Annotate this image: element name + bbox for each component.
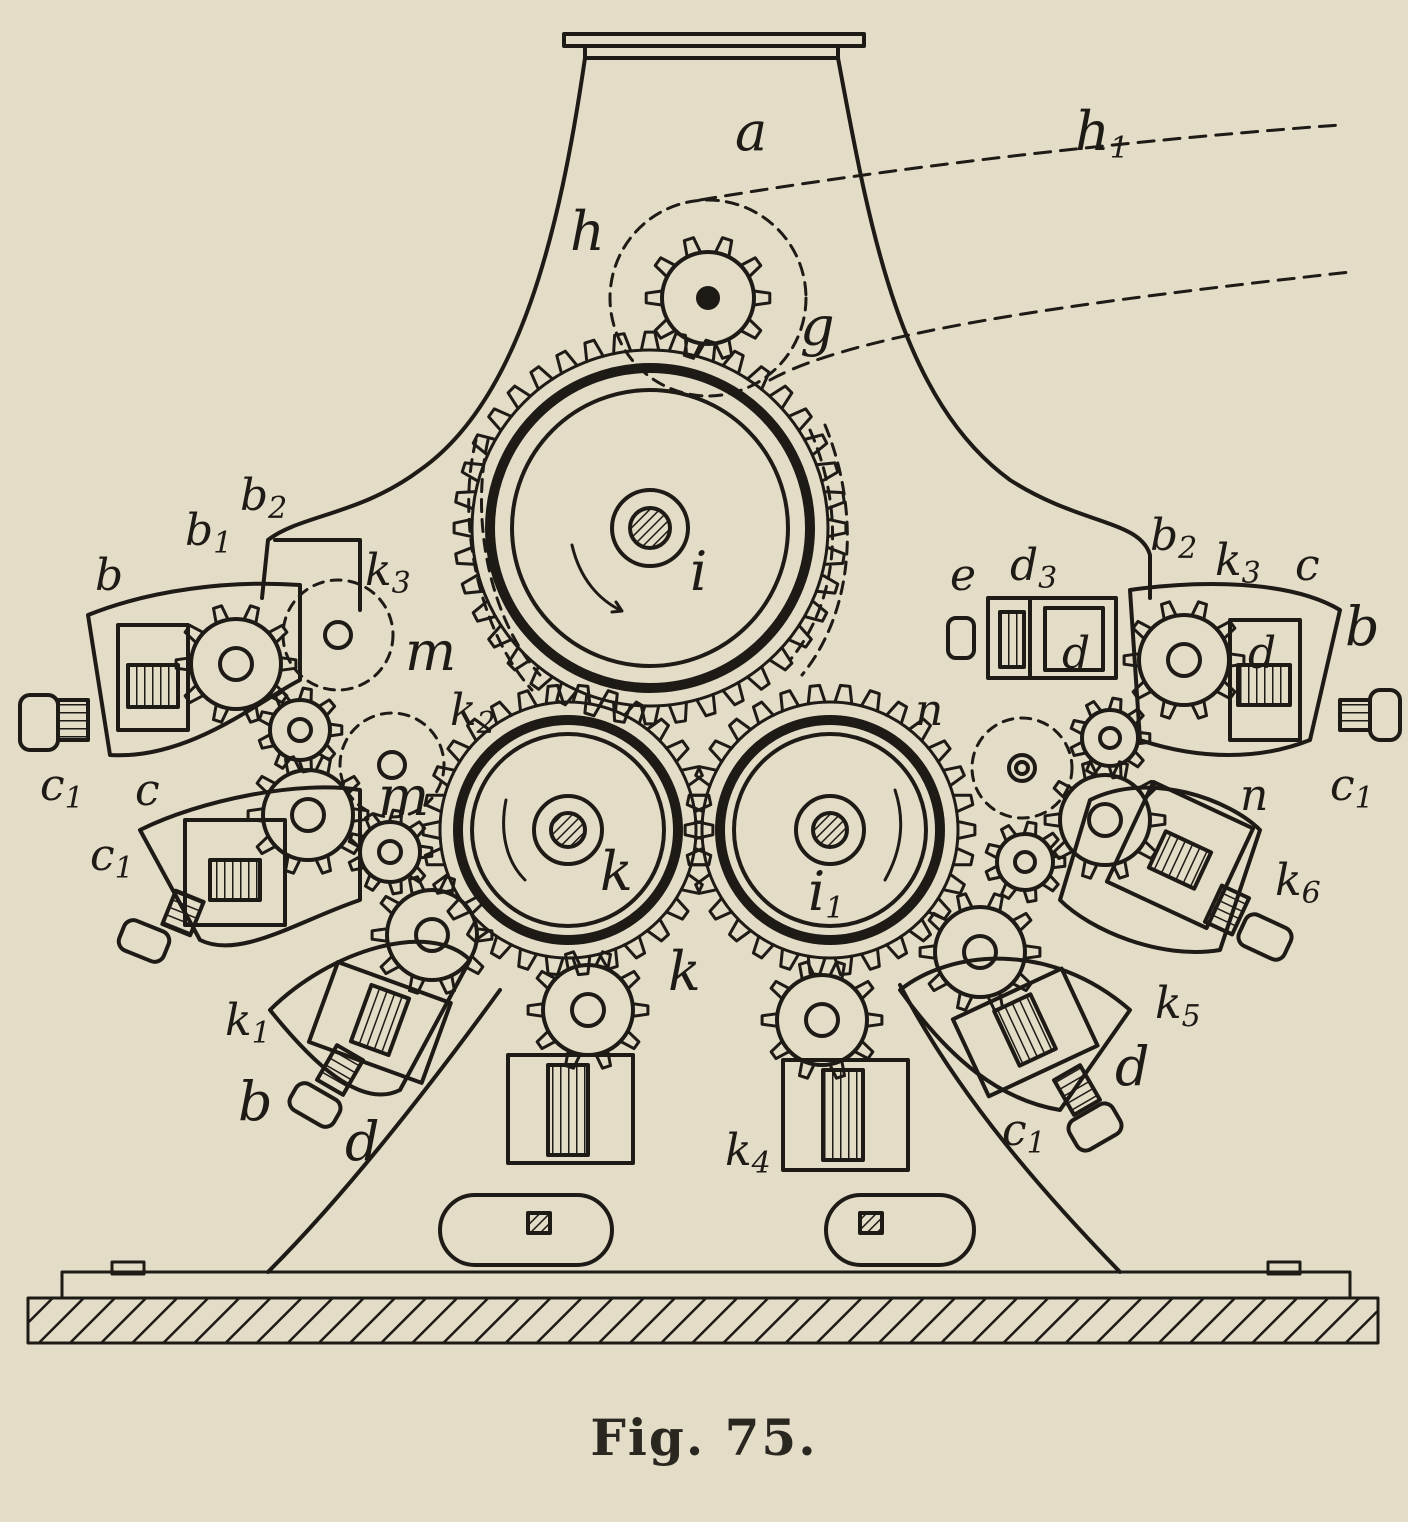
pinion [385, 888, 479, 982]
label-d-lower-right: d [1115, 1035, 1150, 1098]
label-i1: i1 [808, 860, 844, 926]
pinion [268, 698, 332, 762]
gear-teeth [1043, 760, 1167, 880]
label-d-right-inner: d [1062, 628, 1090, 679]
gear-i1 [700, 700, 960, 960]
label-k-center: k [600, 840, 633, 903]
gear-k2 [438, 700, 698, 960]
pinion-hub [1087, 802, 1123, 838]
pinion [933, 905, 1027, 999]
label-k: k [668, 940, 701, 1003]
main-gear-i [467, 348, 849, 708]
label-b1-left: b1 [185, 505, 232, 561]
lower-blocks [506, 1053, 910, 1172]
label-k5: k5 [1155, 978, 1201, 1034]
gear-teeth [246, 755, 370, 875]
frame-outline [260, 56, 1152, 1274]
label-k3-right: k3 [1215, 535, 1261, 591]
label-b-lower-left: b [238, 1070, 273, 1133]
label-b2-right: b2 [1150, 510, 1197, 566]
idler-hubs [323, 620, 1037, 783]
pinion-hub [962, 934, 998, 970]
pinion-hub [1098, 726, 1122, 750]
idler-circles [281, 578, 1074, 820]
label-c-right: c [1295, 540, 1320, 591]
gear-teeth [918, 892, 1042, 1012]
right-head-lower [898, 956, 1132, 1153]
label-m-lower: m [378, 765, 429, 828]
gear-teeth [683, 683, 977, 977]
base-plate [26, 1260, 1380, 1345]
label-i: i [690, 540, 707, 603]
label-k2: k2 [450, 685, 496, 741]
pinion-hub [804, 1002, 840, 1038]
pinion-g [660, 250, 756, 346]
top-flange [562, 32, 866, 60]
label-d-right-block: d [1248, 628, 1276, 679]
label-c1-left-a: c1 [40, 760, 84, 816]
label-d-lower-left: d [345, 1110, 380, 1173]
label-h: h [570, 200, 605, 263]
figure-caption: Fig. 75. [590, 1408, 818, 1467]
labels: a h1 h g i b b1 b2 k3 m c1 c c1 k2 m k i… [40, 100, 1380, 1181]
pinion-hub [414, 917, 450, 953]
label-b2-left: b2 [240, 470, 287, 526]
base-slots [438, 1193, 976, 1267]
label-a: a [735, 100, 767, 163]
right-head-middle [1058, 779, 1294, 962]
gear-teeth [644, 236, 772, 360]
label-n-right: n [1240, 770, 1268, 821]
pinion-hub [218, 646, 254, 682]
label-k1: k1 [225, 995, 271, 1051]
label-k3: k3 [365, 545, 411, 601]
pinion-hub [1013, 850, 1037, 874]
left-head-middle [116, 785, 362, 964]
pulley-h [608, 198, 808, 398]
right-head-upper [946, 582, 1402, 757]
left-head-upper [18, 538, 362, 758]
label-e: e [950, 550, 976, 601]
pinion-hub [1166, 642, 1202, 678]
belt-lines [698, 123, 1352, 382]
pinion-hub [377, 839, 403, 865]
label-m-upper: m [405, 620, 456, 683]
label-c-left: c [135, 765, 160, 816]
gear-teeth [257, 686, 344, 774]
pinion [261, 768, 355, 862]
pinion [189, 617, 283, 711]
pinion-hub [570, 992, 606, 1028]
left-head-lower [268, 939, 472, 1129]
label-c1-right: c1 [1330, 760, 1374, 816]
pinion-hub [287, 717, 313, 743]
label-b-right: b [1345, 595, 1380, 658]
pinion-hub [290, 797, 326, 833]
label-c1-lower-right: c1 [1002, 1105, 1046, 1161]
pinion [358, 820, 422, 884]
label-h1: h1 [1075, 100, 1129, 166]
label-k6: k6 [1275, 855, 1321, 911]
gear-teeth [421, 683, 715, 977]
label-k4: k4 [725, 1125, 771, 1181]
label-c1-left-b: c1 [90, 830, 134, 886]
pinion [775, 973, 869, 1067]
label-b-left: b [95, 550, 123, 601]
gear-teeth [1122, 600, 1246, 720]
label-g: g [800, 295, 835, 358]
gear-teeth [370, 875, 494, 995]
label-d3: d3 [1010, 540, 1057, 596]
pinion [1058, 773, 1152, 867]
